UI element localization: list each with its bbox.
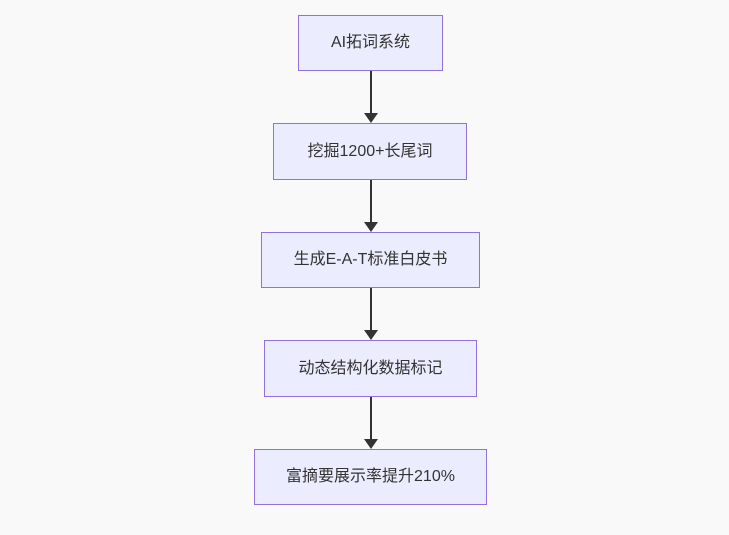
flowchart-edge-2 [363,180,378,232]
flowchart-edge-1 [363,71,378,123]
edge-line [369,71,372,113]
arrowhead-down-icon [363,113,378,123]
node-label: 生成E-A-T标准白皮书 [293,251,448,268]
node-label: AI拓词系统 [330,34,411,51]
arrowhead-down-icon [363,330,378,340]
node-label: 挖掘1200+长尾词 [307,142,433,160]
node-label: 动态结构化数据标记 [298,359,443,377]
arrowhead-down-icon [363,439,378,449]
flowchart-edge-3 [363,288,378,340]
flowchart-edge-4 [363,397,378,449]
edge-line [369,397,372,439]
arrowhead-down-icon [363,222,378,232]
node-label: 富摘要展示率提升210% [286,468,455,485]
flowchart-node-structured-data-markup: 动态结构化数据标记 [264,340,477,397]
flowchart-node-ai-word-expansion: AI拓词系统 [298,15,443,71]
flowchart-node-longtail-mining: 挖掘1200+长尾词 [273,123,467,180]
edge-line [369,288,372,330]
edge-line [369,180,372,222]
flowchart-node-eat-whitepaper: 生成E-A-T标准白皮书 [261,232,480,288]
flowchart-node-rich-snippet-uplift: 富摘要展示率提升210% [254,449,487,505]
